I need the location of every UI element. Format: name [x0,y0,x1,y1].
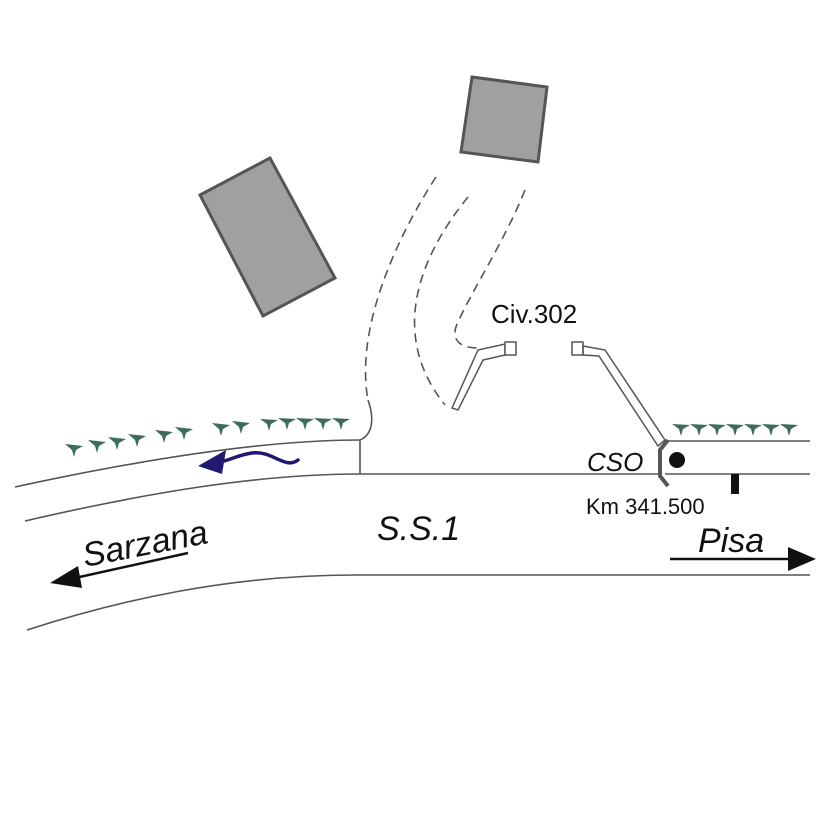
road-edge-north-left [14,439,361,488]
tree-icon [65,444,83,457]
arrow-to-sarzana-icon [50,551,189,588]
tree-icon [88,440,106,453]
tree-icon [296,418,314,430]
tree-icon [332,418,350,430]
direction-pisa-label: Pisa [698,522,764,560]
dashed-path-middle [413,196,469,406]
road-edge-north-inner [24,473,660,522]
flow-arrow-icon [198,450,300,474]
tree-icon [260,419,278,431]
tree-icon [278,418,296,430]
tree-icon [232,421,250,434]
tree-icon [212,423,230,436]
tree-row-right [672,424,798,436]
building-top [459,75,549,164]
direction-sarzana-label: Sarzana [79,513,211,574]
gate-right [571,341,666,448]
tree-row-left [65,418,350,457]
tree-icon [128,434,146,447]
tree-icon [108,437,126,450]
gate-left [450,341,517,411]
tree-icon [690,424,708,436]
cso-label: CSO [587,447,643,477]
tree-icon [672,424,690,436]
dashed-path-inner [454,189,526,349]
tree-icon [175,427,193,440]
km-marker-post [731,474,739,494]
road-edge-south [26,574,810,631]
civic-number-label: Civ.302 [491,299,577,329]
tree-icon [762,424,780,436]
cso-point [669,452,685,468]
tree-icon [726,424,744,436]
tree-icon [780,424,798,436]
dashed-path-outer [364,176,437,401]
cso-bracket [658,438,670,488]
km-marker-label: Km 341.500 [586,494,705,519]
building-left [197,155,338,319]
tree-icon [708,424,726,436]
road-name-label: S.S.1 [377,510,460,548]
tree-icon [314,418,332,430]
tree-icon [744,424,762,436]
junction-curve [359,399,373,474]
tree-icon [155,430,173,443]
arrow-to-pisa-icon [670,547,816,571]
